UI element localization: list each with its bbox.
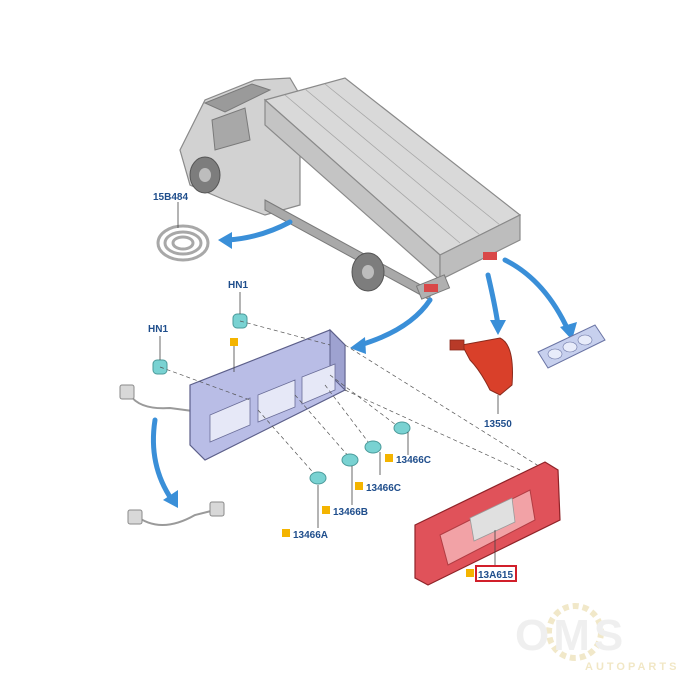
arrowhead-lamp [350,337,366,354]
bulbs [309,421,411,485]
arrow-to-15b484 [225,219,293,243]
truck-rear-hub [362,265,374,279]
bulb-icon-13466b [341,453,359,467]
guide-lines [159,320,546,479]
hn1-holder-top [232,292,248,329]
watermark-gear-icon [546,603,604,661]
bulb-icon-13466c-b [364,440,382,454]
marker-13a615 [466,569,474,577]
harness-connector-bottom-left [127,509,143,525]
marker-13466a [282,529,290,537]
part-13550-lamp [449,337,513,414]
harness-connector-bottom-right [209,501,225,517]
truck-rear-lamp-left [424,284,438,292]
lamp-chamber-1 [209,397,251,443]
part-13a615-plate [414,461,561,586]
arrow-to-harness [150,417,175,503]
arrow-to-lamp [357,297,433,348]
label-13466c-b: 13466C [366,483,401,494]
marker-13466c-a [385,454,393,462]
truck-bed-rear [439,214,521,281]
bulb-leaders [317,432,409,528]
lamp-chamber-3 [301,363,336,405]
plate-lamp-module [537,324,606,369]
marker-13466c-b [355,482,363,490]
hn1-holder-left [152,336,168,375]
bulb-icon-13466a [309,471,327,485]
truck-rear-lamp-right [483,252,497,260]
lamp-chamber-2 [257,379,296,423]
truck-front-hub [199,168,211,182]
arrow-to-13550 [485,272,501,328]
part-labels: 15B484 HN1 HN1 13550 13466C 13466C 13466… [148,192,513,581]
bulb-icon-13466c-a [393,421,411,435]
watermark: OMS AUTOPARTS [515,603,679,673]
harness-connector-top [119,384,135,400]
truck-windshield [203,83,272,113]
truck-bed-slats [284,83,501,244]
square-markers [282,454,474,577]
label-13a615: 13A615 [478,570,513,581]
arrow-to-plate-lamp [502,257,571,333]
callout-arrows [150,219,571,503]
label-13466c-a: 13466C [396,455,431,466]
highlight-box-13a615 [475,565,517,582]
arrowhead-13550 [490,320,506,335]
label-13466a: 13466A [293,530,328,541]
truck-side-window [211,107,251,151]
marker-lamp-housing [230,338,238,346]
truck-illustration [179,77,522,301]
watermark-main: OMS [515,611,627,660]
label-hn1-top: HN1 [228,280,248,291]
marker-13466b [322,506,330,514]
rear-lamp-housing [189,328,346,461]
watermark-sub: AUTOPARTS [585,661,679,673]
arrowhead-15b484 [218,232,232,249]
label-13550: 13550 [484,419,512,430]
label-15b484: 15B484 [153,192,188,203]
arrowhead-harness [163,490,178,508]
label-hn1-left: HN1 [148,324,168,335]
label-13466b: 13466B [333,507,368,518]
part-15b484-cable [156,224,210,262]
